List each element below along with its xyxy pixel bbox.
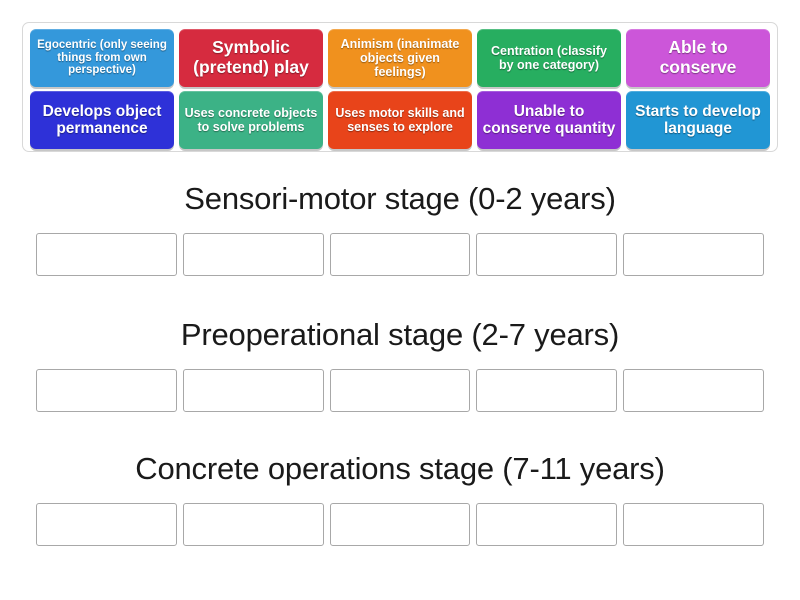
dropzone[interactable] bbox=[476, 503, 618, 547]
tile-label: Animism (inanimate objects given feeling… bbox=[340, 37, 460, 79]
dropzone[interactable] bbox=[36, 503, 177, 547]
tile-unable-conserve[interactable]: Unable to conserve quantity bbox=[477, 91, 621, 149]
category-title: Sensori-motor stage (0-2 years) bbox=[184, 181, 616, 216]
tile-label: Symbolic (pretend) play bbox=[193, 37, 309, 77]
category-preoperational: Preoperational stage (2-7 years) bbox=[0, 317, 800, 413]
dropzone[interactable] bbox=[329, 233, 471, 277]
dropzone[interactable] bbox=[329, 369, 471, 413]
tile-label: Able to conserve bbox=[659, 37, 737, 77]
dropzone[interactable] bbox=[623, 233, 764, 277]
dropzone[interactable] bbox=[182, 233, 324, 277]
tile-egocentric[interactable]: Egocentric (only seeing things from own … bbox=[30, 29, 174, 87]
dropzone[interactable] bbox=[476, 233, 618, 277]
dropzone-row bbox=[0, 503, 800, 547]
dropzone[interactable] bbox=[623, 503, 764, 547]
tile-object-permanence[interactable]: Develops object permanence bbox=[30, 91, 174, 149]
category-sensori-motor: Sensori-motor stage (0-2 years) bbox=[0, 181, 800, 277]
tile-label: Uses concrete objects to solve problems bbox=[184, 106, 318, 134]
dropzone-row bbox=[0, 369, 800, 413]
tile-label: Develops object permanence bbox=[42, 102, 162, 137]
tile-label: Egocentric (only seeing things from own … bbox=[37, 38, 167, 77]
dropzone[interactable] bbox=[623, 369, 764, 413]
tile-motor-skills[interactable]: Uses motor skills and senses to explore bbox=[328, 91, 472, 149]
tile-bank: Egocentric (only seeing things from own … bbox=[22, 22, 778, 152]
category-title: Preoperational stage (2-7 years) bbox=[180, 317, 620, 352]
tile-label: Unable to conserve quantity bbox=[482, 102, 616, 137]
tile-symbolic-play[interactable]: Symbolic (pretend) play bbox=[179, 29, 323, 87]
dropzone[interactable] bbox=[36, 233, 177, 277]
dropzone[interactable] bbox=[329, 503, 471, 547]
category-title: Concrete operations stage (7-11 years) bbox=[135, 451, 665, 486]
dropzone[interactable] bbox=[182, 369, 324, 413]
category-concrete-operations: Concrete operations stage (7-11 years) bbox=[0, 451, 800, 547]
tile-develop-language[interactable]: Starts to develop language bbox=[626, 91, 770, 149]
tile-row-2: Develops object permanence Uses concrete… bbox=[30, 91, 770, 149]
dropzone-row bbox=[0, 233, 800, 277]
dropzone[interactable] bbox=[476, 369, 618, 413]
tile-label: Centration (classify by one category) bbox=[490, 44, 607, 72]
tile-centration[interactable]: Centration (classify by one category) bbox=[477, 29, 621, 87]
dropzone[interactable] bbox=[182, 503, 324, 547]
tile-concrete-objects[interactable]: Uses concrete objects to solve problems bbox=[179, 91, 323, 149]
tile-animism[interactable]: Animism (inanimate objects given feeling… bbox=[328, 29, 472, 87]
tile-able-to-conserve[interactable]: Able to conserve bbox=[626, 29, 770, 87]
tile-label: Starts to develop language bbox=[635, 102, 761, 137]
tile-row-1: Egocentric (only seeing things from own … bbox=[30, 29, 770, 87]
tile-label: Uses motor skills and senses to explore bbox=[335, 106, 465, 134]
dropzone[interactable] bbox=[36, 369, 177, 413]
